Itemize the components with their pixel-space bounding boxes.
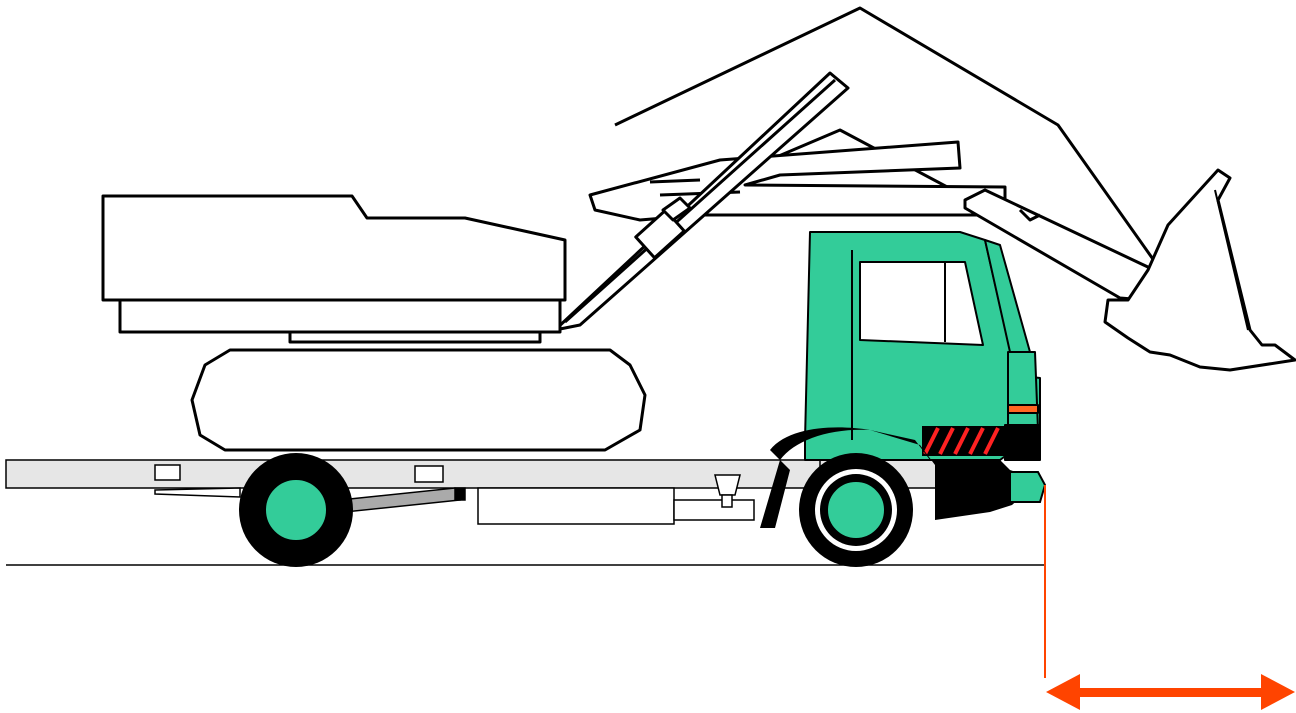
excavator-base-plate (120, 300, 560, 332)
crawler-track (192, 350, 645, 450)
rear-wheel (239, 453, 353, 567)
front-grille (1008, 352, 1038, 430)
front-wheel (799, 453, 913, 567)
truck-cab (805, 232, 1040, 460)
cab-window (860, 262, 983, 345)
excavator-body (103, 196, 565, 342)
fuel-tank (478, 488, 674, 524)
excavator-housing (103, 196, 565, 300)
hazard-stripes (922, 426, 1004, 456)
double-headed-arrow-icon (1046, 674, 1295, 710)
side-bar (340, 488, 460, 512)
indicator-light (1008, 405, 1038, 413)
front-bumper (1010, 472, 1045, 502)
